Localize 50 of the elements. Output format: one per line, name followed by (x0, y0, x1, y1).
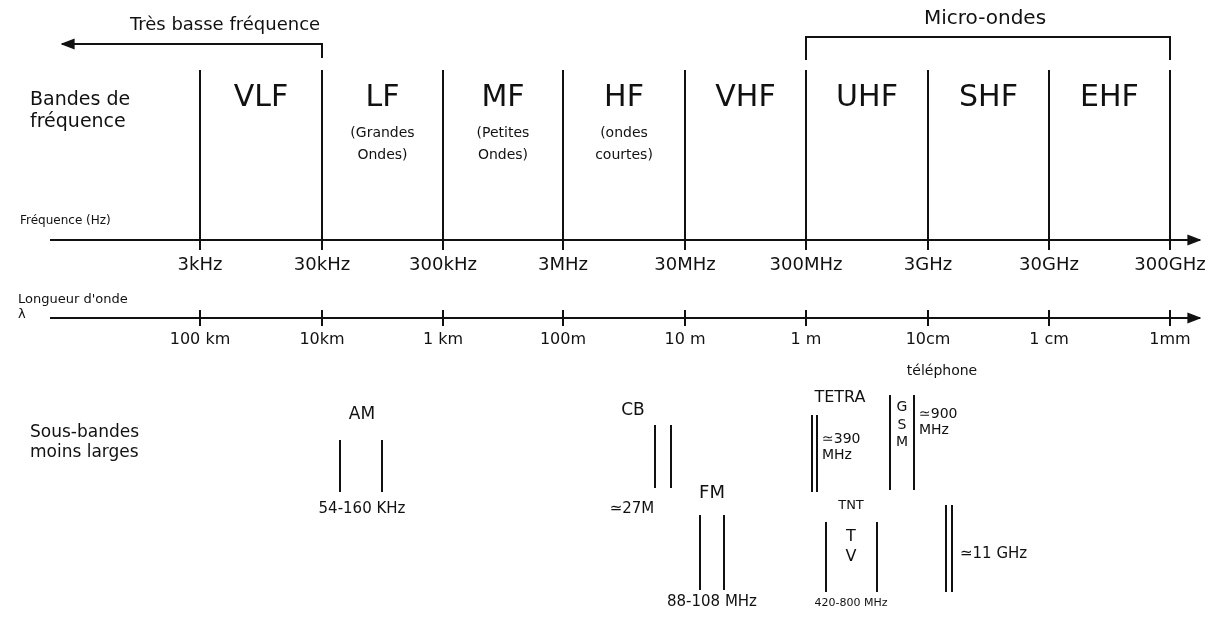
frequency-value: 3GHz (903, 254, 953, 275)
band-name: VLF (232, 78, 290, 113)
wavelength-value: 1 m (790, 330, 822, 349)
sub-band-name: CB (621, 400, 645, 420)
sub-band-name: TETRA (814, 388, 866, 407)
band-name: VHF (714, 78, 777, 113)
wavelength-value: 10km (299, 330, 345, 349)
wavelength-value: 1 cm (1029, 330, 1069, 349)
wavelength-value: 1mm (1149, 330, 1191, 349)
axis-title: Longueur d'onde λ (18, 292, 128, 322)
range-label: Micro-ondes (923, 6, 1047, 29)
sub-band-name: TNT (838, 498, 864, 513)
axis-title: Fréquence (Hz) (20, 214, 111, 228)
sub-band-name: téléphone (906, 362, 978, 379)
frequency-value: 30kHz (293, 254, 351, 275)
wavelength-value: 1 km (422, 330, 464, 349)
row-heading: Bandes de fréquence (30, 88, 132, 132)
sub-band-range: ≃27M (609, 500, 655, 518)
wavelength-value: 10 m (664, 330, 706, 349)
frequency-value: 300kHz (409, 254, 477, 275)
range-label: Très basse fréquence (129, 14, 321, 35)
sub-band-range: 54-160 KHz (318, 500, 406, 518)
band-name: LF (364, 78, 401, 113)
frequency-value: 300GHz (1134, 254, 1206, 275)
frequency-value: 3MHz (538, 254, 588, 275)
frequency-value: 3kHz (177, 254, 223, 275)
wavelength-value: 100m (539, 330, 587, 349)
sub-band-range: 420-800 MHz (814, 597, 888, 610)
band-name: EHF (1079, 78, 1140, 113)
band-description: (ondes courtes) (594, 123, 654, 164)
band-name: HF (603, 78, 645, 113)
wavelength-value: 10cm (905, 330, 951, 349)
sub-band-name: FM (699, 482, 725, 503)
band-description: (Petites Ondes) (475, 123, 531, 164)
sub-band-name: TV (845, 526, 857, 566)
sub-band-range: ≃390 MHz (822, 430, 862, 463)
band-name: SHF (958, 78, 1019, 113)
sub-band-name: GSM (896, 398, 908, 451)
wavelength-value: 100 km (169, 330, 231, 349)
band-name: MF (480, 78, 526, 113)
row-heading: Sous-bandes moins larges (30, 422, 141, 462)
sub-band-range: ≃900 MHz (919, 405, 959, 438)
frequency-value: 30MHz (654, 254, 716, 275)
sub-band-range: ≃11 GHz (960, 545, 1028, 563)
frequency-value: 30GHz (1019, 254, 1079, 275)
band-name: UHF (835, 78, 899, 113)
frequency-value: 300MHz (769, 254, 843, 275)
band-description: (Grandes Ondes) (349, 123, 416, 164)
sub-band-name: AM (348, 404, 376, 424)
sub-band-range: 88-108 MHz (667, 593, 757, 611)
